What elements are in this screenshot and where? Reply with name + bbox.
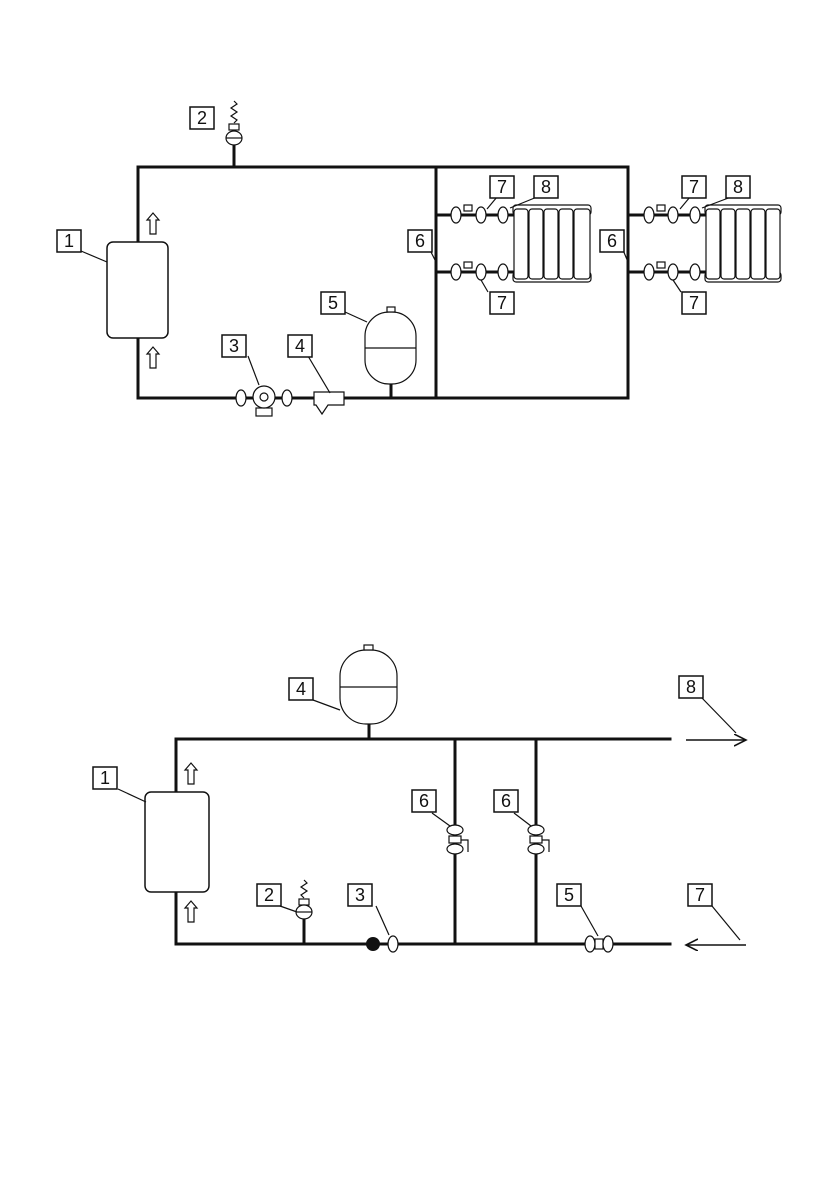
top-label-pump: 3 (222, 335, 246, 357)
bottom-label-drain-valve-left: 6 (412, 790, 436, 812)
svg-text:5: 5 (328, 293, 338, 313)
svg-text:4: 4 (295, 336, 305, 356)
top-label-boiler: 1 (57, 230, 81, 252)
bottom-label-air-vent: 2 (257, 884, 281, 906)
svg-text:2: 2 (197, 108, 207, 128)
top-label-air-vent: 2 (190, 107, 214, 129)
bottom-diagram: 1 4 2 3 6 6 5 8 7 (93, 645, 746, 952)
top-label-branch-left: 6 (408, 230, 432, 252)
top-label-valve-upper-right: 7 (682, 176, 706, 198)
top-boiler (107, 242, 168, 338)
bottom-leader-lines (118, 697, 740, 940)
svg-text:1: 1 (100, 768, 110, 788)
bottom-expansion-tank-icon (340, 645, 397, 724)
svg-text:6: 6 (415, 231, 425, 251)
top-label-valve-lower-left: 7 (490, 292, 514, 314)
svg-text:7: 7 (689, 177, 699, 197)
svg-text:3: 3 (229, 336, 239, 356)
svg-text:7: 7 (695, 885, 705, 905)
svg-text:8: 8 (733, 177, 743, 197)
bottom-label-boiler: 1 (93, 767, 117, 789)
flow-arrow-up-icon (185, 901, 197, 922)
top-air-vent-icon (226, 101, 242, 145)
top-label-filter: 4 (288, 335, 312, 357)
svg-text:4: 4 (296, 679, 306, 699)
svg-text:8: 8 (686, 677, 696, 697)
top-expansion-tank-icon (365, 307, 416, 384)
svg-text:8: 8 (541, 177, 551, 197)
top-left-valves-icon (451, 205, 508, 280)
top-label-expansion-tank: 5 (321, 292, 345, 314)
flow-arrow-up-icon (147, 347, 159, 368)
top-diagram: 1 2 3 4 5 6 6 7 8 7 7 8 7 (57, 101, 781, 416)
bottom-label-expansion-tank: 4 (289, 678, 313, 700)
bottom-label-return-inlet: 7 (688, 884, 712, 906)
svg-text:2: 2 (264, 885, 274, 905)
bottom-label-supply-outlet: 8 (679, 676, 703, 698)
svg-text:3: 3 (355, 885, 365, 905)
top-label-valve-upper-left: 7 (490, 176, 514, 198)
bottom-return-valve-icon (585, 936, 613, 952)
flow-arrow-up-icon (185, 763, 197, 784)
bottom-drain-valve-right-icon (528, 825, 549, 854)
top-right-valves-icon (644, 205, 700, 280)
top-label-radiator-left: 8 (534, 176, 558, 198)
bottom-air-vent-icon (296, 880, 312, 919)
svg-text:7: 7 (497, 293, 507, 313)
top-label-radiator-right: 8 (726, 176, 750, 198)
top-filter-icon (314, 392, 344, 414)
bottom-drain-valve-left-icon (447, 825, 468, 854)
svg-text:5: 5 (564, 885, 574, 905)
svg-text:1: 1 (64, 231, 74, 251)
bottom-boiler (145, 792, 209, 892)
bottom-label-return-valve: 5 (557, 884, 581, 906)
top-right-radiator-icon (705, 205, 781, 282)
flow-arrow-up-icon (147, 213, 159, 234)
top-label-valve-lower-right: 7 (682, 292, 706, 314)
svg-text:6: 6 (501, 791, 511, 811)
svg-text:7: 7 (497, 177, 507, 197)
svg-text:6: 6 (607, 231, 617, 251)
svg-text:7: 7 (689, 293, 699, 313)
top-label-branch-right: 6 (600, 230, 624, 252)
svg-text:6: 6 (419, 791, 429, 811)
top-left-radiator-icon (513, 205, 591, 282)
bottom-label-drain-valve-right: 6 (494, 790, 518, 812)
bottom-pipes (176, 722, 670, 944)
bottom-label-check-valve: 3 (348, 884, 372, 906)
top-pump-icon (236, 386, 292, 416)
top-pipes (138, 145, 705, 398)
